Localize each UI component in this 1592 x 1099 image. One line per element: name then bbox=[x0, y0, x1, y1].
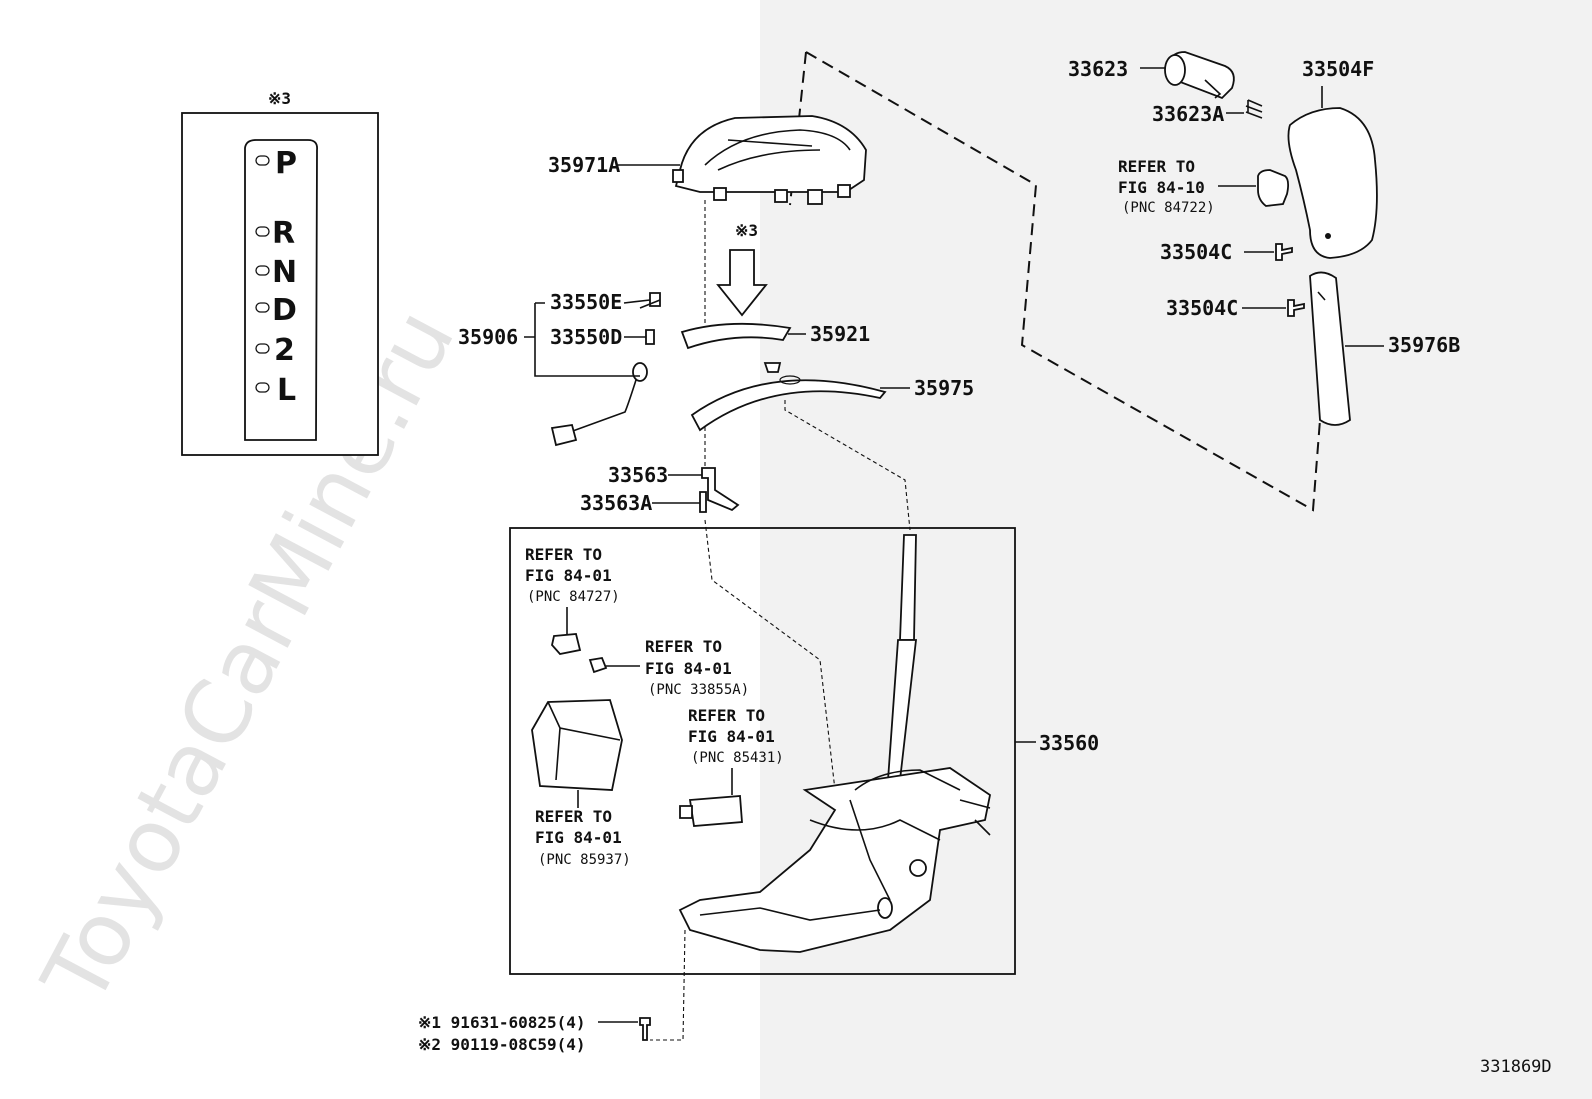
gear-label-n: N bbox=[272, 255, 297, 290]
leader-33563 bbox=[652, 474, 702, 504]
gear-label-r: R bbox=[272, 216, 295, 251]
leader-3355x bbox=[623, 299, 651, 338]
lever-33563 bbox=[701, 467, 740, 512]
bracket-85937 bbox=[531, 699, 623, 791]
bulb-socket-35906 bbox=[550, 292, 661, 447]
ref-85431-pnc: (PNC 85431) bbox=[691, 750, 784, 766]
bulb-33855A bbox=[588, 656, 608, 674]
indicator-panel: ※3 P R N D 2 L bbox=[181, 89, 379, 456]
screw-33504C-1 bbox=[1275, 243, 1293, 261]
ref-33855A-line1: REFER TO bbox=[645, 637, 722, 656]
callout-33560: 33560 bbox=[1039, 731, 1099, 755]
callout-35906: 35906 bbox=[458, 325, 518, 349]
indicator-plate bbox=[244, 139, 318, 441]
down-arrow-icon bbox=[716, 249, 768, 317]
callout-35921: 35921 bbox=[810, 322, 870, 346]
callout-33504F: 33504F bbox=[1302, 57, 1374, 81]
callout-33504C-2: 33504C bbox=[1166, 296, 1238, 320]
switch-84722 bbox=[1257, 169, 1290, 207]
bracket-85937-detail bbox=[547, 701, 621, 781]
bracket-35906 bbox=[524, 299, 661, 377]
ref-84722-line2: FIG 84-10 bbox=[1118, 178, 1205, 197]
callout-33623A: 33623A bbox=[1152, 102, 1224, 126]
ref-33855A-pnc: (PNC 33855A) bbox=[648, 682, 749, 698]
ref-85937-line2: FIG 84-01 bbox=[535, 828, 622, 847]
gear-label-2: 2 bbox=[274, 333, 295, 368]
assembly-box-33560 bbox=[509, 527, 1016, 975]
callout-33563A: 33563A bbox=[580, 491, 652, 515]
ref-84722-pnc: (PNC 84722) bbox=[1122, 200, 1215, 216]
lever-sleeve-35976B bbox=[1309, 271, 1351, 426]
arrow-note: ※3 bbox=[735, 221, 758, 240]
spring-33623A bbox=[1245, 99, 1263, 119]
ref-33855A-line2: FIG 84-01 bbox=[645, 659, 732, 678]
indicator-plate-35975 bbox=[690, 362, 887, 432]
ref-85937-line1: REFER TO bbox=[535, 807, 612, 826]
knob-screw-hole bbox=[1325, 233, 1331, 239]
gear-markers bbox=[255, 155, 270, 393]
callout-33623: 33623 bbox=[1068, 57, 1128, 81]
solenoid-connector bbox=[679, 805, 693, 819]
diagram-id: 331869D bbox=[1480, 1057, 1552, 1077]
screw-33563A bbox=[699, 491, 707, 513]
switch-84727 bbox=[551, 633, 582, 655]
shift-knob-33504F bbox=[1287, 107, 1378, 259]
gear-label-d: D bbox=[272, 293, 297, 328]
knob-button-33623 bbox=[1164, 51, 1235, 100]
centerline-bolt bbox=[650, 929, 686, 1041]
ref-84727-line2: FIG 84-01 bbox=[525, 566, 612, 585]
ref-85431-line1: REFER TO bbox=[688, 706, 765, 725]
sleeve-detail bbox=[1317, 291, 1326, 301]
centerline-left bbox=[704, 200, 836, 791]
callout-33504C-1: 33504C bbox=[1160, 240, 1232, 264]
callout-33550D: 33550D bbox=[550, 325, 622, 349]
callout-35975: 35975 bbox=[914, 376, 974, 400]
bolt-ref-1: ※1 91631-60825(4) bbox=[418, 1013, 586, 1032]
callout-35976B: 35976B bbox=[1388, 333, 1460, 357]
gear-label-p: P bbox=[275, 146, 297, 181]
ref-84722-line1: REFER TO bbox=[1118, 157, 1195, 176]
bolt-icon bbox=[639, 1017, 651, 1041]
shift-lever-assembly bbox=[678, 534, 991, 953]
callout-33550E: 33550E bbox=[550, 290, 622, 314]
ref-84727-line1: REFER TO bbox=[525, 545, 602, 564]
screw-33504C-2 bbox=[1287, 299, 1305, 317]
ref-84727-pnc: (PNC 84727) bbox=[527, 589, 620, 605]
ref-85431-line2: FIG 84-01 bbox=[688, 727, 775, 746]
callout-35971A: 35971A bbox=[548, 153, 620, 177]
solenoid-85431 bbox=[688, 795, 743, 827]
light-guide-35921 bbox=[680, 322, 792, 350]
gear-label-l: L bbox=[277, 373, 296, 408]
centerline-right bbox=[784, 400, 911, 531]
bolt-ref-2: ※2 90119-08C59(4) bbox=[418, 1035, 586, 1054]
shift-cover-35971A bbox=[672, 115, 867, 205]
callout-33563: 33563 bbox=[608, 463, 668, 487]
indicator-panel-note: ※3 bbox=[268, 89, 291, 108]
ref-85937-pnc: (PNC 85937) bbox=[538, 852, 631, 868]
